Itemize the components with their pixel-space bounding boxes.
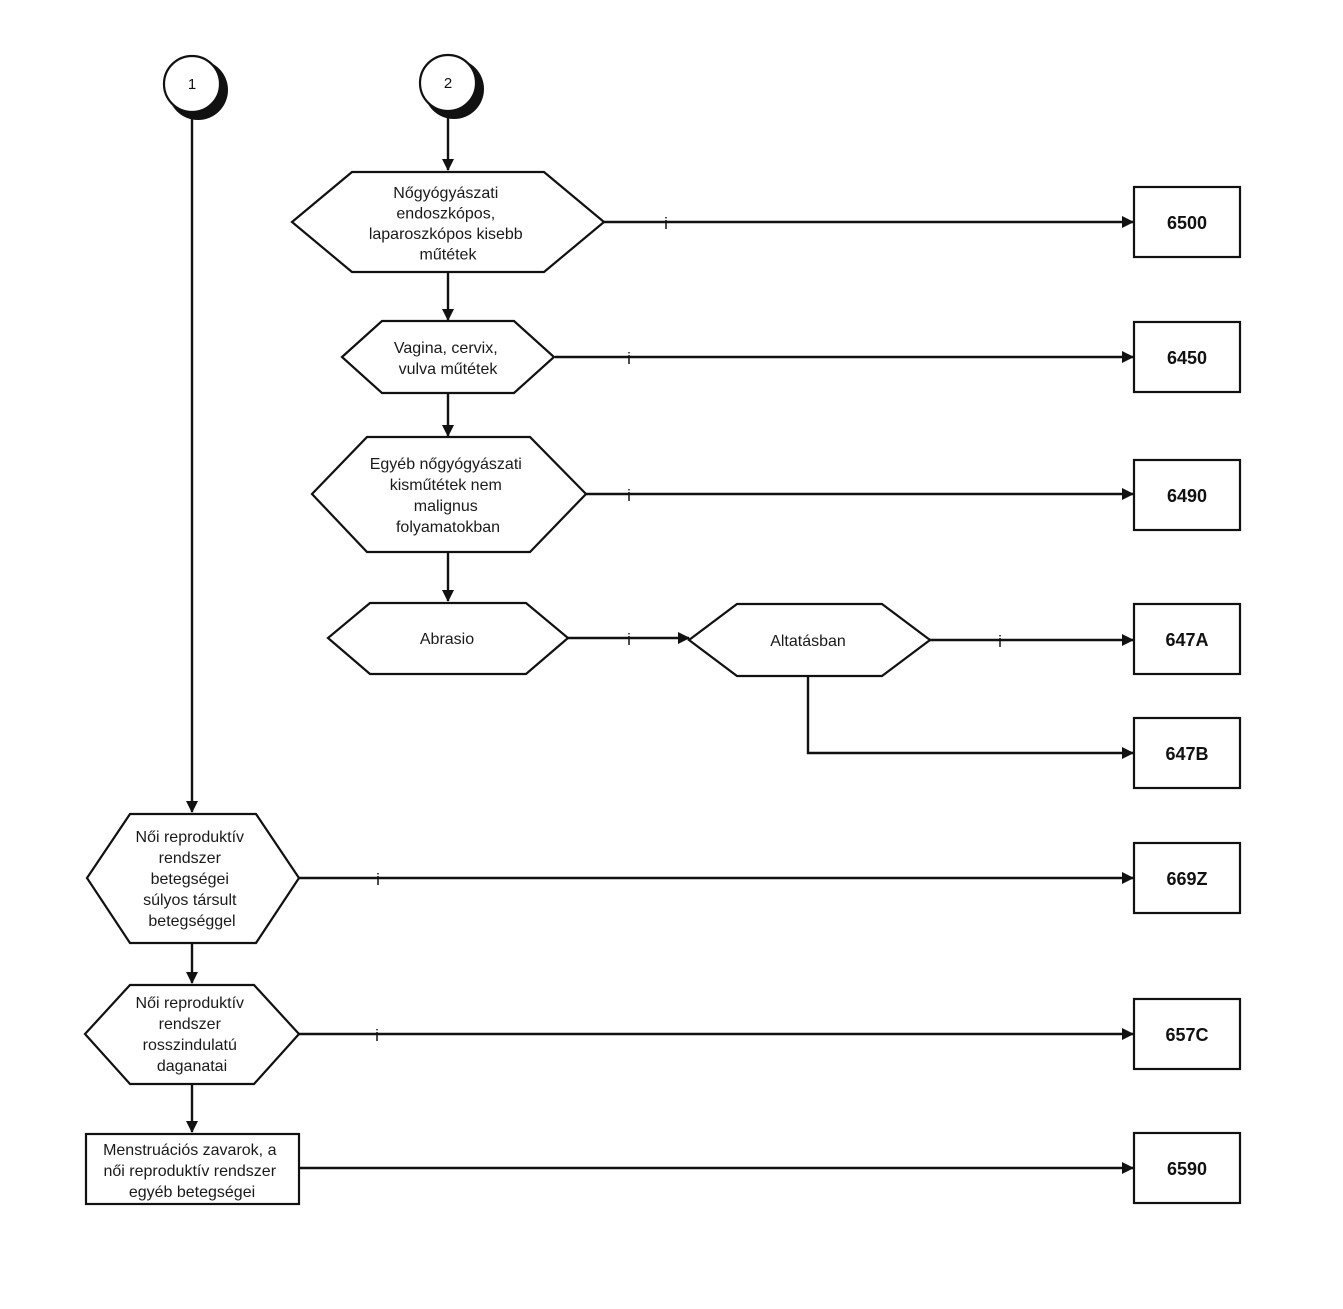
decision-label: Altatásban: [770, 633, 846, 650]
connector-1-label: 1: [188, 76, 196, 93]
outcome-code: 669Z: [1166, 869, 1207, 889]
decision-nogyogyaszati-endoszkopos: Nőgyógyászati endoszkópos, laparoszkópos…: [290, 170, 606, 274]
outcome-6500: 6500: [1132, 185, 1242, 259]
outcome-code: 6500: [1167, 213, 1207, 233]
decision-label: Vagina, cervix, vulva műtétek: [394, 340, 502, 378]
outcome-647B: 647B: [1132, 716, 1242, 790]
yes-labels: i i i i i i i: [375, 214, 1002, 1045]
outcome-code: 6450: [1167, 348, 1207, 368]
decision-label: Egyéb nőgyógyászati kisműtétek nem malig…: [370, 456, 527, 536]
decision-label: Abrasio: [420, 631, 474, 648]
outcome-6490: 6490: [1132, 458, 1242, 532]
connector-2: 2: [418, 53, 484, 119]
yes-label: i: [375, 1026, 379, 1045]
outcome-code: 657C: [1165, 1025, 1208, 1045]
outcome-code: 6490: [1167, 486, 1207, 506]
decision-vagina-cervix-vulva: Vagina, cervix, vulva műtétek: [340, 319, 556, 395]
outcome-657C: 657C: [1132, 997, 1242, 1071]
decision-label: Női reproduktív rendszer betegségei súly…: [136, 829, 249, 930]
decision-label: Nőgyógyászati endoszkópos, laparoszkópos…: [369, 185, 527, 264]
decision-altatasban: Altatásban: [687, 602, 932, 678]
connector-2-label: 2: [444, 75, 452, 92]
yes-label: i: [664, 214, 668, 233]
outcome-647A: 647A: [1132, 602, 1242, 676]
flow-lines: [186, 112, 1134, 1174]
yes-label: i: [627, 486, 631, 505]
outcome-code: 6590: [1167, 1159, 1207, 1179]
process-menstruacios-zavarok: Menstruációs zavarok, a női reproduktív …: [84, 1132, 301, 1206]
flow-altatas-to-647B: [806, 677, 1134, 759]
yes-label: i: [627, 349, 631, 368]
yes-label: i: [998, 632, 1002, 651]
outcome-6450: 6450: [1132, 320, 1242, 394]
decision-noi-reproduktiv-rosszindulatu: Női reproduktív rendszer rosszindulatú d…: [83, 983, 301, 1086]
process-label: Menstruációs zavarok, a női reproduktív …: [103, 1142, 281, 1201]
decision-abrasio: Abrasio: [326, 601, 570, 676]
outcome-6590: 6590: [1132, 1131, 1242, 1205]
yes-label: i: [376, 870, 380, 889]
connector-1: 1: [162, 54, 228, 120]
yes-label: i: [627, 630, 631, 649]
decision-egyeb-kismutetek: Egyéb nőgyógyászati kisműtétek nem malig…: [310, 435, 588, 554]
decision-noi-reproduktiv-tarsult: Női reproduktív rendszer betegségei súly…: [85, 812, 301, 945]
outcome-669Z: 669Z: [1132, 841, 1242, 915]
decision-label: Női reproduktív rendszer rosszindulatú d…: [136, 995, 249, 1075]
outcome-code: 647B: [1165, 744, 1208, 764]
outcome-code: 647A: [1165, 630, 1208, 650]
